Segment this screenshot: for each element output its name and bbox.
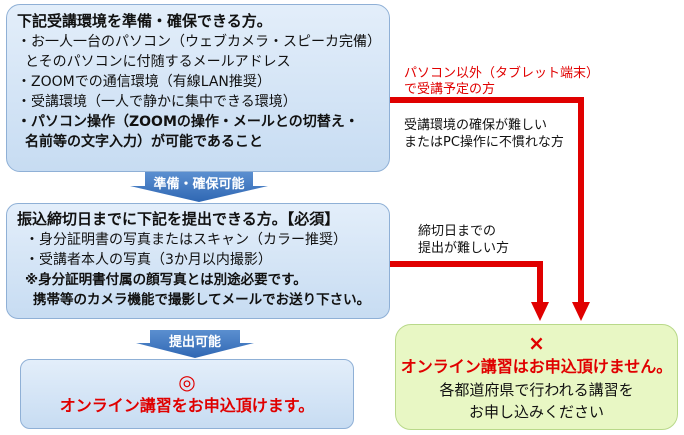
requirement-line: ・お一人一台のパソコン（ウェブカメラ・スピーカ完備） <box>17 34 381 50</box>
tablet-label: パソコン以外（タブレット端末） <box>404 66 600 81</box>
submission-note: ※身分証明書付属の顔写真とは別途必要です。 <box>25 272 307 288</box>
arrow1-label: 準備・確保可能 <box>153 177 245 192</box>
requirement-line: ・ZOOMでの通信環境（有線LAN推奨） <box>17 74 271 90</box>
red-arrowhead-1 <box>572 302 590 321</box>
requirement-line: とそのパソコンに付随するメールアドレス <box>25 54 291 70</box>
submission-line: ・身分証明書の写真またはスキャン（カラー推奨） <box>25 232 347 248</box>
requirement-line: ・パソコン操作（ZOOMの操作・メールとの切替え・ <box>17 114 359 130</box>
requirements-title: 下記受講環境を準備・確保できる方。 <box>17 12 272 30</box>
environment-label: またはPC操作に不慣れな方 <box>404 135 564 150</box>
double-circle-icon: ◎ <box>178 370 196 394</box>
environment-label: 受講環境の確保が難しい <box>404 118 548 133</box>
deadline-label: 締切日までの <box>418 224 497 239</box>
rejection-text: オンライン講習はお申込頂けません。 <box>400 357 673 376</box>
requirement-line: 名前等の文字入力）が可能であること <box>25 134 263 150</box>
submission-line: ・受講者本人の写真（3か月以内撮影） <box>25 252 272 268</box>
submission-note: 携帯等のカメラ機能で撮影してメールでお送り下さい。 <box>33 292 371 308</box>
submission-box: 振込締切日までに下記を提出できる方。【必須】 ・身分証明書の写真またはスキャン（… <box>6 203 390 319</box>
arrow2-label: 提出可能 <box>168 335 221 350</box>
red-arrowhead-2 <box>531 302 549 321</box>
deadline-label: 提出が難しい方 <box>418 241 510 256</box>
down-arrow-1 <box>130 172 268 202</box>
requirements-box: 下記受講環境を準備・確保できる方。 ・お一人一台のパソコン（ウェブカメラ・スピー… <box>6 4 390 172</box>
tablet-label: で受講予定の方 <box>404 82 496 97</box>
submission-title: 振込締切日までに下記を提出できる方。【必須】 <box>17 210 340 228</box>
red-connector-1 <box>390 97 584 303</box>
rejection-box: × オンライン講習はお申込頂けません。 各都道府県で行われる講習を お申し込みく… <box>395 324 678 430</box>
rejection-info: お申し込みください <box>468 403 604 421</box>
red-connector-2 <box>390 261 543 303</box>
rejection-info: 各都道府県で行われる講習を <box>439 381 634 399</box>
cross-icon: × <box>528 331 545 355</box>
requirement-line: ・受講環境（一人で静かに集中できる環境） <box>17 94 297 110</box>
down-arrow-2 <box>136 330 254 358</box>
success-box: ◎ オンライン講習をお申込頂けます。 <box>20 359 354 429</box>
success-text: オンライン講習をお申込頂けます。 <box>59 396 315 415</box>
